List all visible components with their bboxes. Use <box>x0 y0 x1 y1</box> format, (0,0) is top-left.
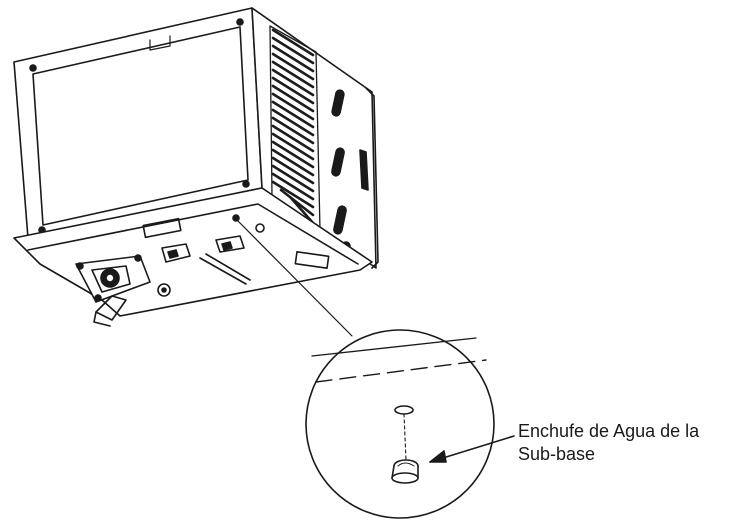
drain-hole <box>394 405 414 415</box>
base-slot <box>142 217 182 239</box>
side-louvre-grille <box>271 28 315 225</box>
water-plug-label: Enchufe de Agua de la Sub-base <box>518 420 750 466</box>
water-plug-label-line2: Sub-base <box>518 444 596 464</box>
side-slot <box>331 147 345 177</box>
magnifier-leader-line <box>236 219 353 337</box>
base-drain-plug-location <box>232 214 240 222</box>
compressor-mount <box>75 254 151 303</box>
water-plug <box>391 459 419 484</box>
side-slot <box>333 205 347 235</box>
detail-magnifier <box>305 329 515 519</box>
base-slot <box>294 251 330 269</box>
water-plug-label-line1: Enchufe de Agua de la <box>518 421 700 441</box>
unit-side-panel <box>251 7 379 269</box>
unit-base-pan <box>13 187 373 327</box>
side-slot <box>331 89 345 117</box>
